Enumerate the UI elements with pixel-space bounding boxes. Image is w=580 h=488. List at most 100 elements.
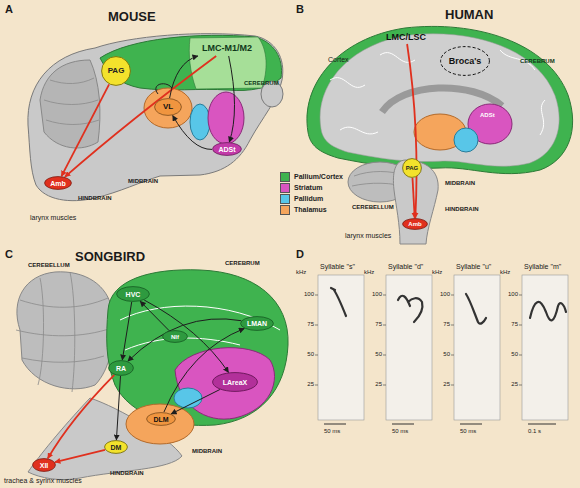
node-label: VL (163, 103, 173, 111)
projection-arrow (229, 56, 235, 142)
text-label: CEREBRUM (244, 80, 279, 87)
text-label: 25 (360, 381, 382, 388)
nucleus-oval: LAreaX (212, 372, 258, 392)
mouse-pallidum (190, 104, 210, 140)
text-label: kHz (364, 269, 374, 276)
text-label: Syllable "u" (456, 263, 491, 271)
node-label: HVC (126, 291, 141, 298)
nucleus-oval: Amb (402, 218, 428, 230)
text-label: HINDBRAIN (78, 195, 112, 202)
node-label: RA (116, 365, 126, 372)
node-label: DLM (153, 416, 168, 423)
legend-row: Striatum (280, 182, 343, 193)
text-label: 50 (292, 351, 314, 358)
text-label: HINDBRAIN (445, 206, 479, 213)
nucleus-oval: DLM (146, 412, 176, 426)
node-label: PAG (108, 67, 125, 75)
node-label: ADSt (218, 146, 235, 153)
text-label: 25 (292, 381, 314, 388)
projection-arrow (65, 56, 216, 177)
spectrogram (454, 275, 500, 420)
nucleus-oval: RA (108, 360, 134, 376)
spectrogram (318, 275, 364, 420)
nucleus-oval: LMAN (240, 316, 274, 331)
text-label: 50 ms (324, 428, 340, 435)
text-label: 75 (360, 321, 382, 328)
region-label-box: LMC/LSC (380, 30, 432, 44)
node-shape (403, 219, 428, 230)
projection-arrow (170, 56, 198, 98)
text-label: CEREBRUM (225, 260, 260, 267)
legend: Pallium/CortexStriatumPallidumThalamus (280, 171, 343, 215)
node-shape (213, 373, 258, 392)
projection-arrow (62, 84, 110, 176)
node-label: LAreaX (223, 379, 248, 386)
text-label: CEREBELLUM (352, 204, 394, 211)
text-label: 25 (496, 381, 518, 388)
projection-arrow (171, 390, 220, 414)
songbird-cerebrum (107, 270, 288, 426)
node-label: PAG (406, 165, 419, 171)
nucleus-oval: Amb (44, 176, 72, 190)
mouse-thalamus (144, 88, 192, 128)
legend-swatch (280, 194, 290, 204)
legend-swatch (280, 205, 290, 215)
songbird-striatum (175, 348, 275, 419)
text-label: B (296, 3, 304, 15)
text-label: SONGBIRD (75, 250, 145, 264)
node-label: LMC-M1/M2 (202, 44, 252, 53)
text-label: 0.1 s (528, 428, 541, 435)
node-shape (241, 317, 274, 331)
text-label: HUMAN (445, 8, 493, 22)
text-label: CEREBRUM (520, 58, 555, 65)
legend-text: Pallium/Cortex (294, 173, 343, 180)
scale-bars (324, 423, 556, 424)
node-shape (441, 47, 490, 76)
node-label: DM (111, 444, 122, 451)
nucleus-oval: DM (104, 440, 128, 454)
node-shape (155, 99, 182, 116)
node-shape (403, 159, 422, 178)
text-label: 75 (428, 321, 450, 328)
nucleus-oval: NIf (162, 330, 188, 343)
node-shape (45, 177, 72, 190)
node-label: Broca's (449, 57, 482, 66)
nucleus-oval: HVC (116, 286, 150, 302)
node-shape (117, 287, 150, 302)
legend-row: Pallidum (280, 193, 343, 204)
text-label: Syllable "s" (320, 263, 355, 271)
human-cortex (307, 26, 573, 173)
text-label: D (296, 248, 304, 260)
axis-ticks (315, 295, 522, 385)
nucleus-oval: PAG (402, 158, 422, 178)
legend-text: Striatum (294, 184, 322, 191)
text-label: trachea & syrinx muscles (4, 477, 82, 485)
text-label: kHz (296, 269, 306, 276)
projection-arrow (122, 302, 131, 360)
text-label: MIDBRAIN (445, 180, 475, 187)
text-label: 25 (428, 381, 450, 388)
legend-text: Pallidum (294, 195, 323, 202)
text-label: MIDBRAIN (128, 178, 158, 185)
region-label-box: LMC-M1/M2 (194, 40, 260, 56)
spectrogram (386, 275, 432, 420)
nucleus-oval: PAG (101, 56, 131, 86)
legend-row: Thalamus (280, 204, 343, 215)
laminae (120, 306, 280, 350)
syllable-trace (331, 288, 346, 316)
mouse-brain (28, 34, 283, 201)
syllable-trace (398, 296, 422, 322)
text-label: 100 (292, 291, 314, 298)
text-label: Syllable "d" (388, 263, 423, 271)
legend-text: Thalamus (294, 206, 327, 213)
human-white-matter (320, 34, 559, 167)
nucleus-oval: ADSt (212, 142, 242, 156)
syllable-trace (466, 294, 486, 324)
text-label: CEREBELLUM (28, 262, 70, 269)
node-label: LMAN (247, 320, 267, 327)
nucleus-oval: XII (32, 458, 56, 472)
